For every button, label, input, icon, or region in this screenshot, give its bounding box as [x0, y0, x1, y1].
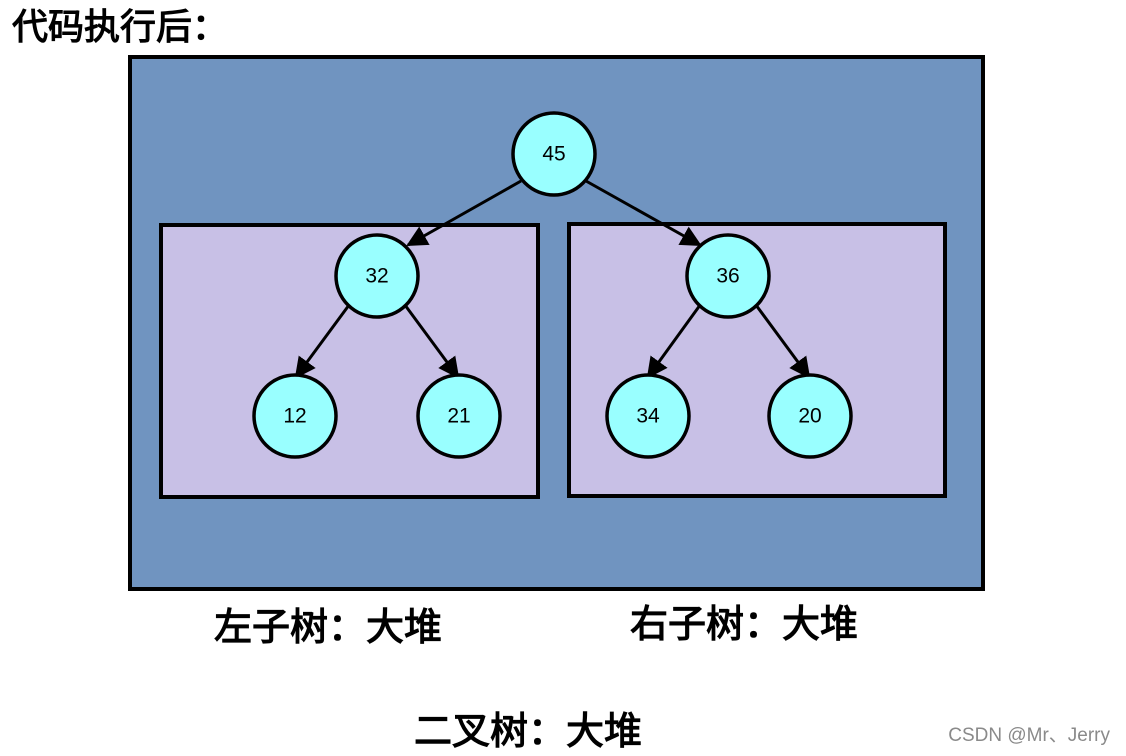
whole-tree-caption: 二叉树：大堆: [414, 709, 643, 753]
node-right-left: 34: [605, 373, 691, 459]
edge-root-right: [585, 179, 702, 247]
node-right-label: 36: [716, 265, 739, 288]
node-right-left-label: 34: [636, 405, 660, 428]
left-subtree-caption: 左子树：大堆: [214, 605, 443, 649]
edge-left-leftchild: [294, 300, 354, 379]
node-left-right-label: 21: [447, 405, 470, 428]
csdn-watermark: CSDN @Mr、Jerry: [948, 725, 1110, 746]
node-right-right: 20: [767, 373, 853, 459]
node-left-label: 32: [365, 265, 388, 288]
right-subtree-caption: 右子树：大堆: [630, 602, 859, 646]
node-left-right: 21: [416, 373, 502, 459]
edge-left-rightchild: [400, 300, 460, 379]
node-right-right-label: 20: [798, 405, 821, 428]
node-right: 36: [685, 233, 771, 319]
edge-right-leftchild: [646, 300, 705, 379]
node-left-left: 12: [252, 373, 338, 459]
page-heading: 代码执行后：: [12, 7, 229, 48]
node-left: 32: [334, 233, 420, 319]
node-left-left-label: 12: [283, 405, 306, 428]
edge-root-left: [406, 179, 522, 247]
node-root: 45: [511, 111, 597, 197]
edge-right-rightchild: [751, 300, 811, 379]
node-root-label: 45: [542, 143, 565, 166]
